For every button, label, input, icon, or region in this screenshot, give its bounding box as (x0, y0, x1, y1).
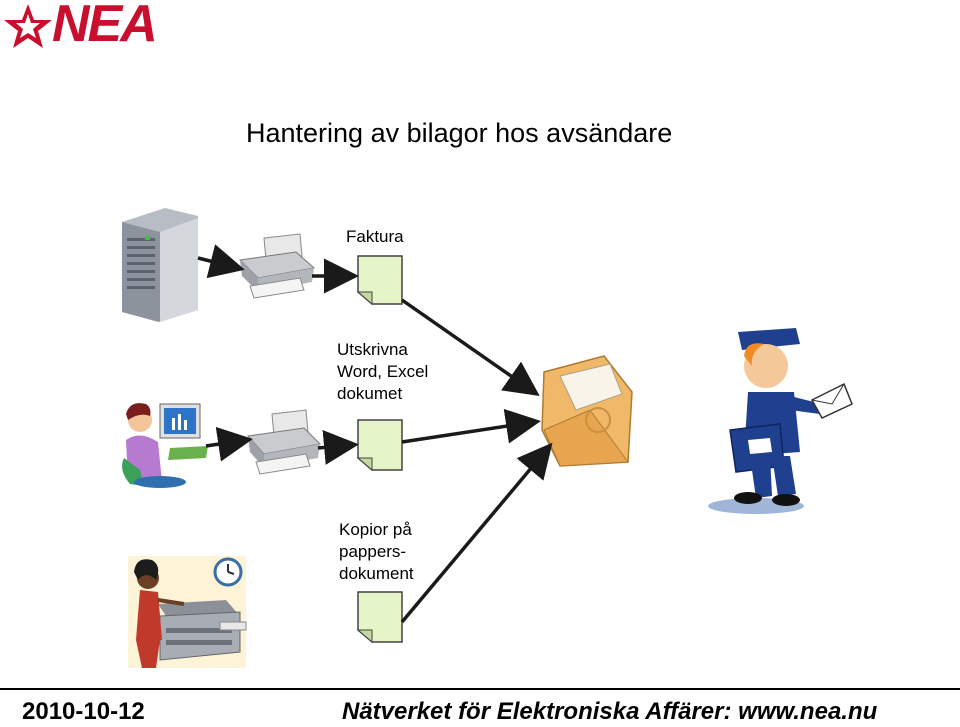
logo-text: NEA (52, 0, 158, 53)
nea-logo: NEA (0, 0, 180, 60)
mailman-icon (708, 328, 853, 514)
arrow-computer-printer (205, 426, 253, 462)
arrow-server-printer (197, 244, 245, 279)
arrow-document-envelope (400, 298, 540, 397)
slide-title: Hantering av bilagor hos avsändare (246, 118, 673, 148)
woman-copier-icon (128, 556, 247, 668)
flow-arrows (197, 244, 553, 624)
footer-organization: Nätverket för Elektroniska Affärer: www.… (342, 698, 878, 725)
label-word-excel: Utskrivna Word, Excel dokumet (337, 340, 429, 403)
arrow-document2-envelope (401, 408, 541, 444)
document-icon (356, 419, 403, 472)
star-logo-icon (4, 4, 52, 48)
arrow-document3-envelope (400, 442, 553, 624)
printer-icon (238, 233, 316, 299)
arrow-printer2-document (317, 430, 359, 465)
label-kopior: Kopior på pappers- dokument (339, 520, 414, 583)
document-icon (356, 255, 403, 306)
envelope-icon (541, 355, 633, 467)
footer-date: 2010-10-12 (22, 698, 145, 725)
woman-computer-icon (122, 403, 208, 488)
label-faktura: Faktura (346, 227, 404, 246)
server-icon (122, 208, 198, 322)
printer-icon (247, 409, 322, 475)
document-icon (356, 591, 403, 644)
footer-divider (0, 688, 960, 690)
